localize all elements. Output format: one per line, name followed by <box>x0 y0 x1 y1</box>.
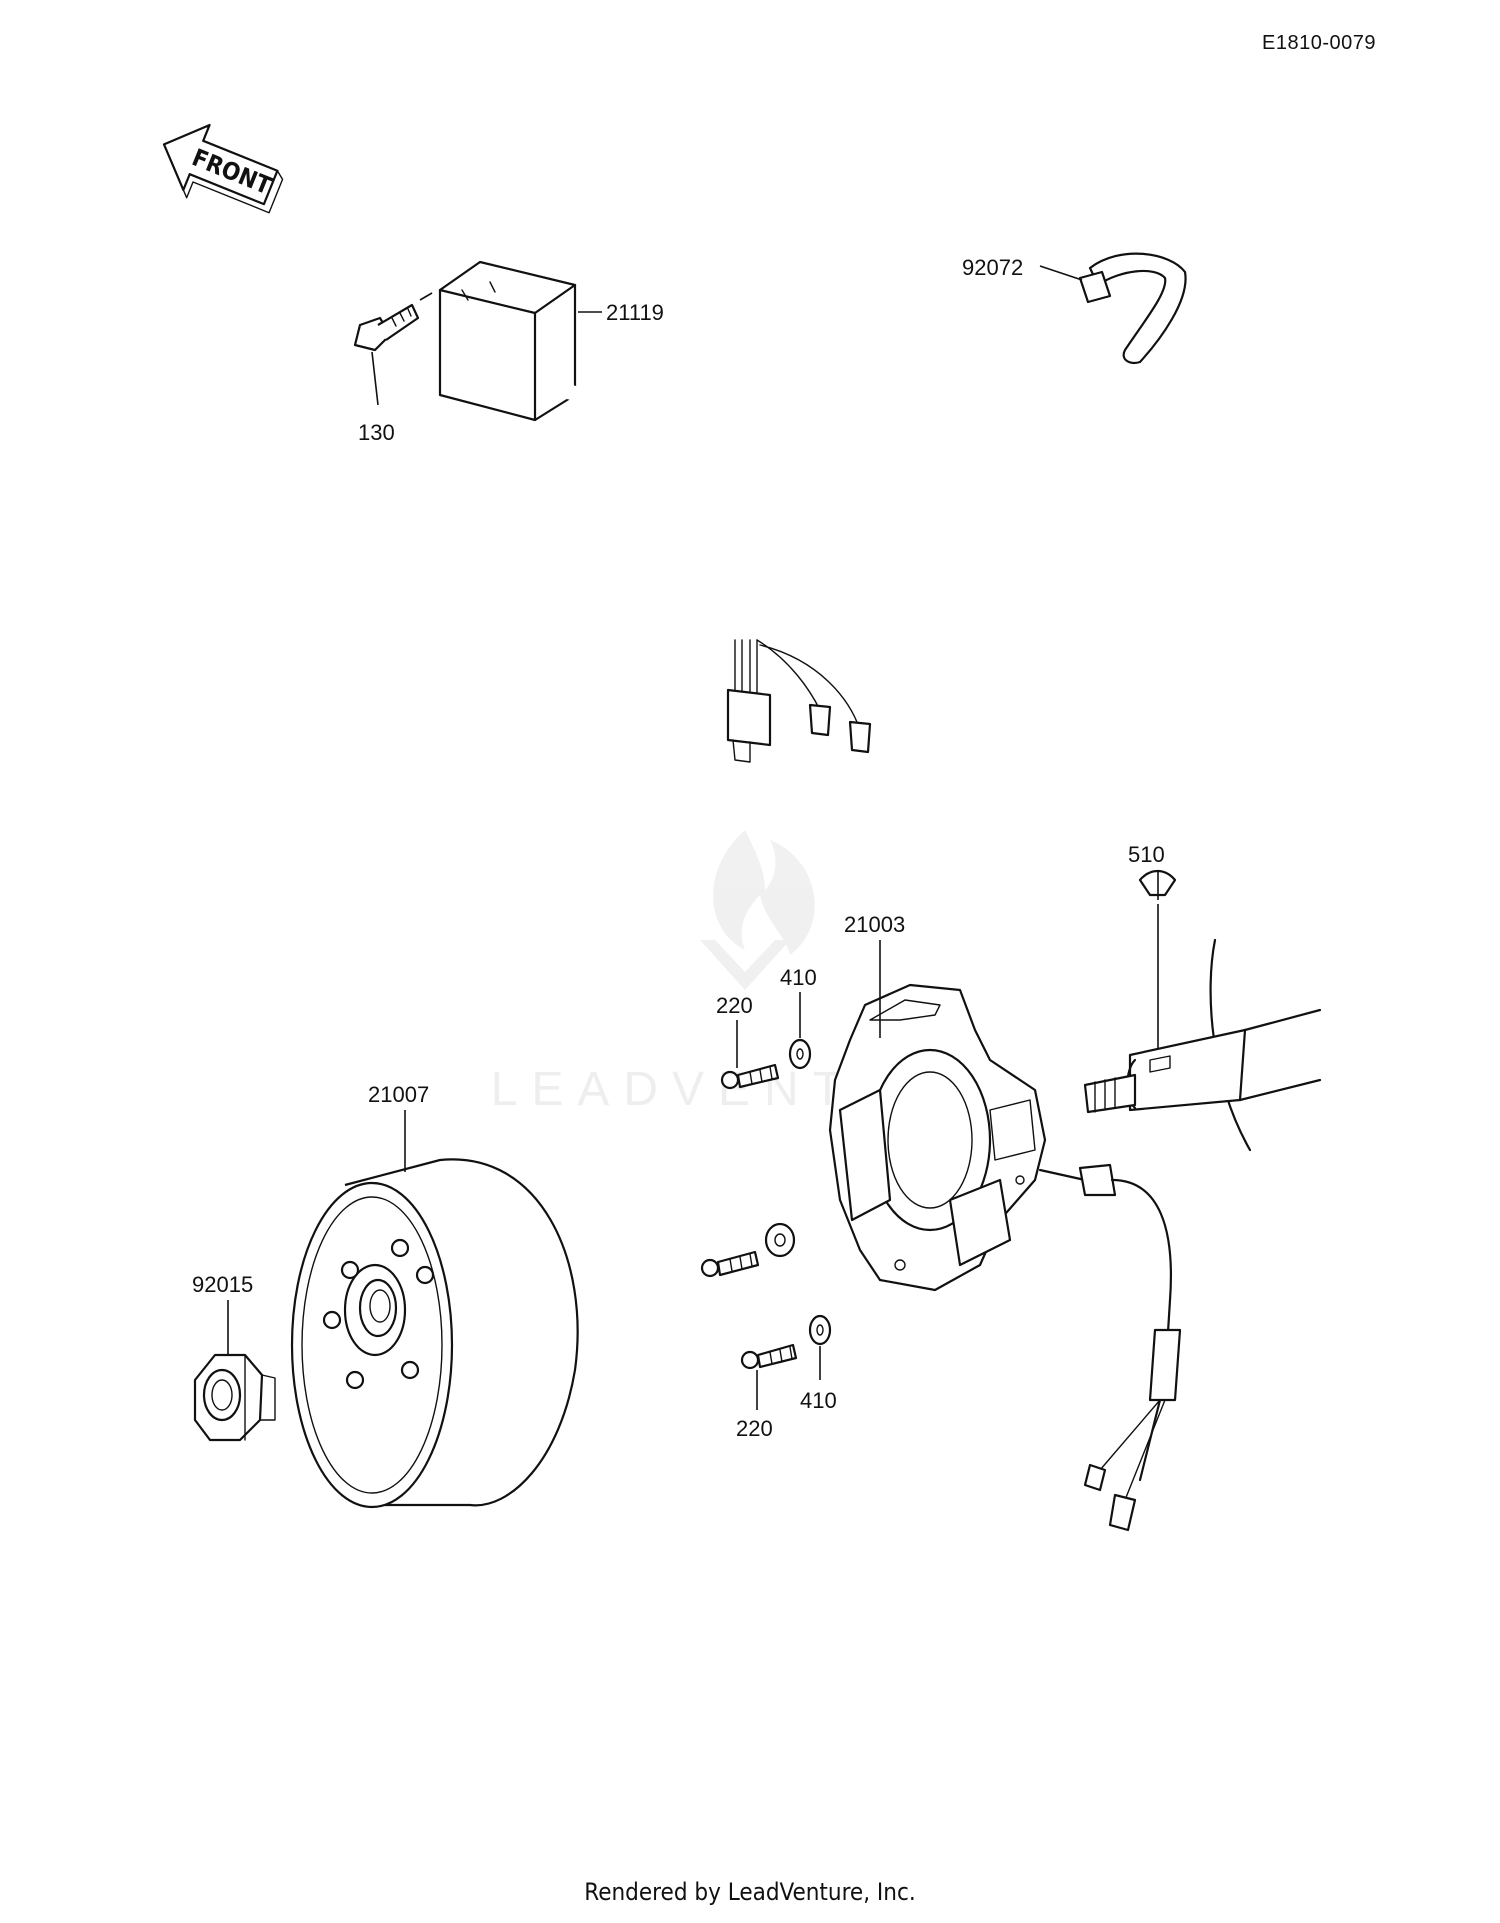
screw-220-lower <box>740 1343 798 1370</box>
part-label-92072: 92072 <box>962 255 1023 280</box>
screw-middle <box>700 1250 760 1278</box>
washer-410-upper <box>788 1038 812 1070</box>
part-label-220-lower: 220 <box>736 1416 773 1441</box>
flywheel-21007 <box>290 1158 579 1509</box>
washer-middle <box>764 1222 796 1258</box>
part-label-21003: 21003 <box>844 912 905 937</box>
footer-credit: Rendered by LeadVenture, Inc. <box>584 1878 916 1906</box>
part-label-410-lower: 410 <box>800 1388 837 1413</box>
part-label-21119: 21119 <box>606 300 664 325</box>
clamp-92072 <box>1078 252 1187 364</box>
part-label-21007: 21007 <box>368 1082 429 1107</box>
stator-21003 <box>828 983 1182 1532</box>
part-label-410-upper: 410 <box>780 965 817 990</box>
crankshaft <box>1083 938 1322 1152</box>
washer-410-lower <box>808 1314 832 1346</box>
part-label-130: 130 <box>358 420 395 445</box>
part-label-510: 510 <box>1128 842 1165 867</box>
part-label-220-upper: 220 <box>716 993 753 1018</box>
document-id: E1810-0079 <box>1262 32 1376 54</box>
bolt-130 <box>353 292 433 406</box>
front-arrow-icon: FRONT <box>162 123 284 214</box>
nut-92015 <box>193 1353 276 1442</box>
screw-220-upper <box>720 1063 780 1090</box>
flame-logo-icon <box>713 830 815 955</box>
part-label-92015: 92015 <box>192 1272 253 1297</box>
cdi-unit-21119 <box>438 260 872 763</box>
